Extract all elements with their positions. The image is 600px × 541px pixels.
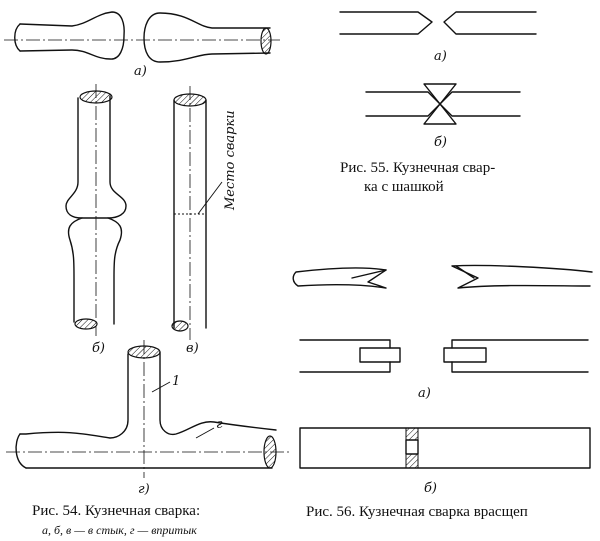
callout-g: г — [216, 417, 223, 432]
fig56a-label: а) — [418, 386, 431, 401]
fig54v-label: в) — [186, 341, 199, 356]
fig54-caption-line1: Рис. 54. Кузнечная сварка: — [32, 503, 200, 519]
fig55b-pieces — [365, 83, 521, 125]
fig55-caption-line1: Рис. 55. Кузнечная свар- — [340, 160, 495, 176]
fig55a-label: а) — [434, 49, 447, 64]
fig54-caption-line2: а, б, в — в стык, г — впритык — [42, 523, 197, 537]
fig56-caption: Рис. 56. Кузнечная сварка врасщеп — [306, 504, 528, 520]
callout-1: 1 — [172, 374, 180, 389]
fig56b-joined — [299, 427, 591, 469]
fig55a-pieces — [339, 11, 537, 35]
fig56a-split-ends — [292, 264, 593, 289]
fig56a-split-ends-top — [299, 339, 589, 373]
fig54a-label: а) — [134, 64, 147, 79]
fig55b-label: б) — [434, 135, 447, 150]
fig54a-left-rod — [14, 11, 125, 60]
fig54b-label: б) — [92, 341, 105, 356]
fig54g-label: г) — [138, 482, 150, 497]
fig54a-right-rod — [143, 12, 272, 63]
fig54g-t-joint — [15, 345, 277, 469]
weld-place-label: Место сварки — [223, 110, 238, 211]
fig56b-label: б) — [424, 481, 437, 496]
fig54v-rod — [171, 93, 223, 332]
fig55-caption-line2: ка с шашкой — [364, 179, 444, 195]
